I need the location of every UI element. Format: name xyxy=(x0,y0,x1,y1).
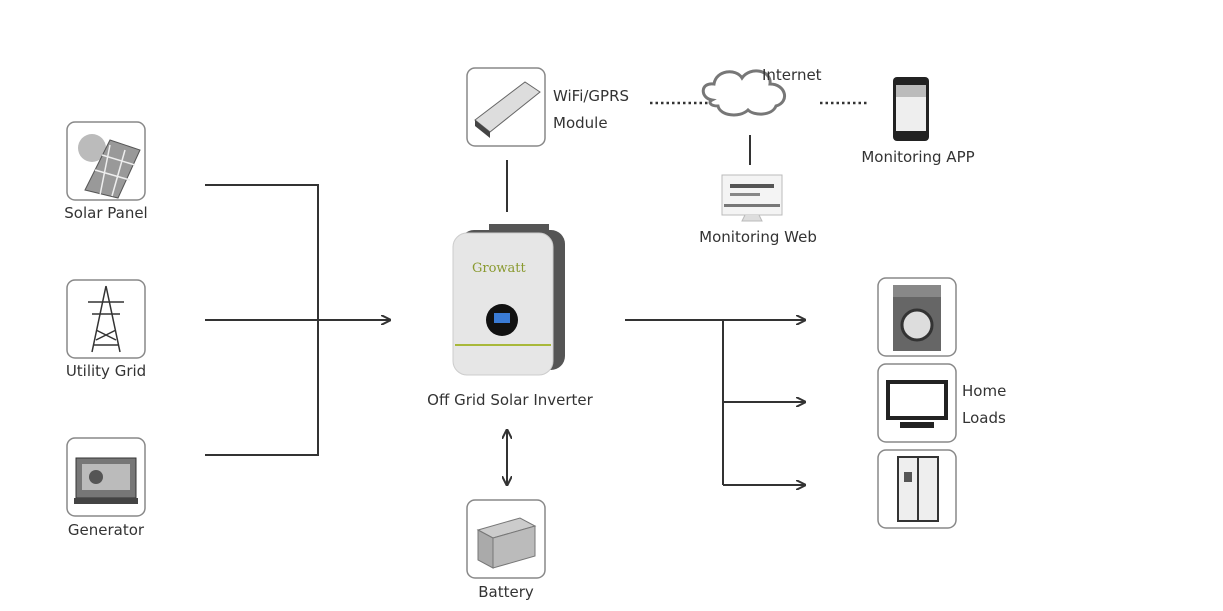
internet-label: Internet xyxy=(762,66,822,84)
home-loads-label-line1: Home xyxy=(962,382,1006,400)
inverter-label: Off Grid Solar Inverter xyxy=(427,391,593,409)
refrigerator-icon xyxy=(897,456,939,522)
cloud-icon xyxy=(701,69,786,117)
wifi-module-label-line2: Module xyxy=(553,114,608,132)
battery-label: Battery xyxy=(478,583,534,601)
refrigerator-node xyxy=(877,449,957,529)
monitoring-web-label: Monitoring Web xyxy=(699,228,817,246)
wifi-module-label-line1: WiFi/GPRS xyxy=(553,87,629,105)
solar-panel-node: Solar Panel xyxy=(64,121,148,222)
input-connectors xyxy=(205,184,390,456)
home-loads-label-line2: Loads xyxy=(962,409,1006,427)
solar-panel-icon xyxy=(78,134,141,199)
battery-node: Battery xyxy=(466,499,546,601)
monitoring-web-node: Monitoring Web xyxy=(699,174,817,246)
utility-grid-node: Utility Grid xyxy=(66,279,146,380)
transmission-tower-icon xyxy=(88,285,124,353)
washing-machine-node xyxy=(877,277,957,357)
inverter-node: Growatt Off Grid Solar Inverter xyxy=(427,224,594,409)
output-connectors xyxy=(625,320,805,485)
home-loads: Home Loads xyxy=(877,277,1006,529)
internet-node: Internet xyxy=(701,66,822,117)
monitoring-app-node: Monitoring APP xyxy=(861,77,975,166)
solar-panel-label: Solar Panel xyxy=(64,204,147,222)
generator-node: Generator xyxy=(66,437,146,539)
monitoring-app-label: Monitoring APP xyxy=(861,148,974,166)
generator-label: Generator xyxy=(68,521,145,539)
television-icon xyxy=(886,380,948,428)
battery-icon xyxy=(476,517,537,569)
smartphone-icon xyxy=(893,77,929,141)
washing-machine-icon xyxy=(893,285,941,351)
wifi-module-icon xyxy=(474,81,541,138)
wifi-module-node: WiFi/GPRS Module xyxy=(466,67,629,147)
television-node xyxy=(877,363,957,443)
generator-icon xyxy=(74,457,138,504)
inverter-icon: Growatt xyxy=(452,224,565,376)
monitor-icon xyxy=(721,174,783,222)
inverter-brand: Growatt xyxy=(472,261,527,276)
utility-grid-label: Utility Grid xyxy=(66,362,146,380)
